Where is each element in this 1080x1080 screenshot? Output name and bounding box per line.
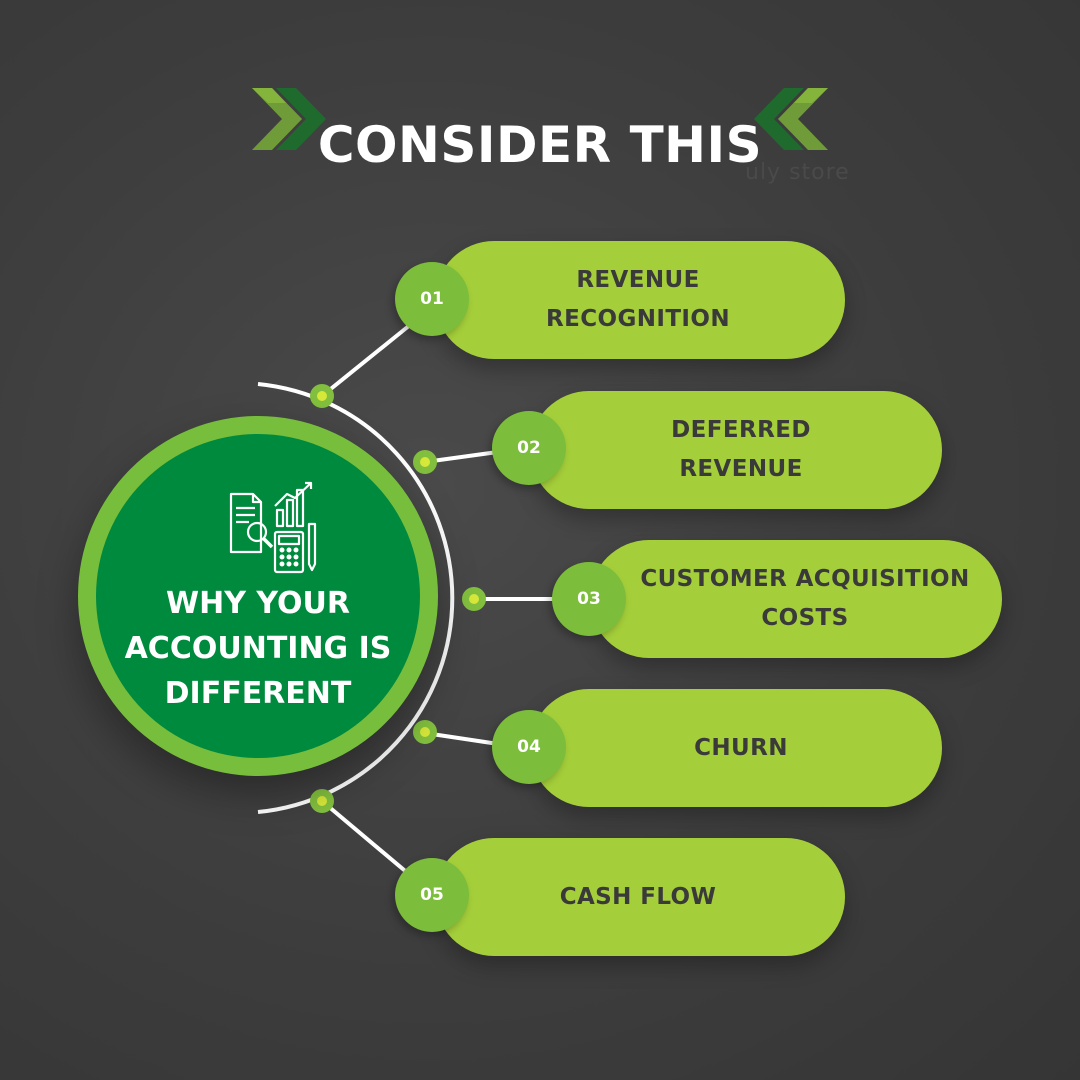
item-pill-3 <box>590 540 1002 658</box>
item-pill-4 <box>530 689 942 807</box>
connector-dot-1 <box>310 384 334 408</box>
connector-dot-4 <box>413 720 437 744</box>
chevron-left-decoration-icon <box>754 88 828 150</box>
central-hub-inner: WHY YOUR ACCOUNTING IS DIFFERENT <box>96 434 420 758</box>
item-number-1: 01 <box>395 262 469 336</box>
item-label-5: CASH FLOW <box>559 883 717 910</box>
central-hub: WHY YOUR ACCOUNTING IS DIFFERENT <box>78 416 438 776</box>
item-label-4: CHURN <box>694 734 788 761</box>
item-pill-2 <box>530 391 942 509</box>
item-label-2: DEFERRED REVENUE <box>671 417 811 482</box>
item-pill-5 <box>435 838 845 956</box>
item-label-1: REVENUE RECOGNITION <box>546 267 730 332</box>
chevron-right-decoration-icon <box>252 88 326 150</box>
accounting-documents-calculator-icon <box>229 481 317 574</box>
watermark-text: uly store <box>745 160 850 185</box>
item-number-2: 02 <box>492 411 566 485</box>
item-number-5: 05 <box>395 858 469 932</box>
item-label-3: CUSTOMER ACQUISITION COSTS <box>640 566 970 631</box>
item-pill-1 <box>435 241 845 359</box>
connector-dot-5 <box>310 789 334 813</box>
page-title: CONSIDER THIS <box>317 116 763 174</box>
connector-dot-2 <box>413 450 437 474</box>
connector-dot-3 <box>462 587 486 611</box>
hub-title: WHY YOUR ACCOUNTING IS DIFFERENT <box>124 586 392 711</box>
item-number-3: 03 <box>552 562 626 636</box>
item-number-4: 04 <box>492 710 566 784</box>
